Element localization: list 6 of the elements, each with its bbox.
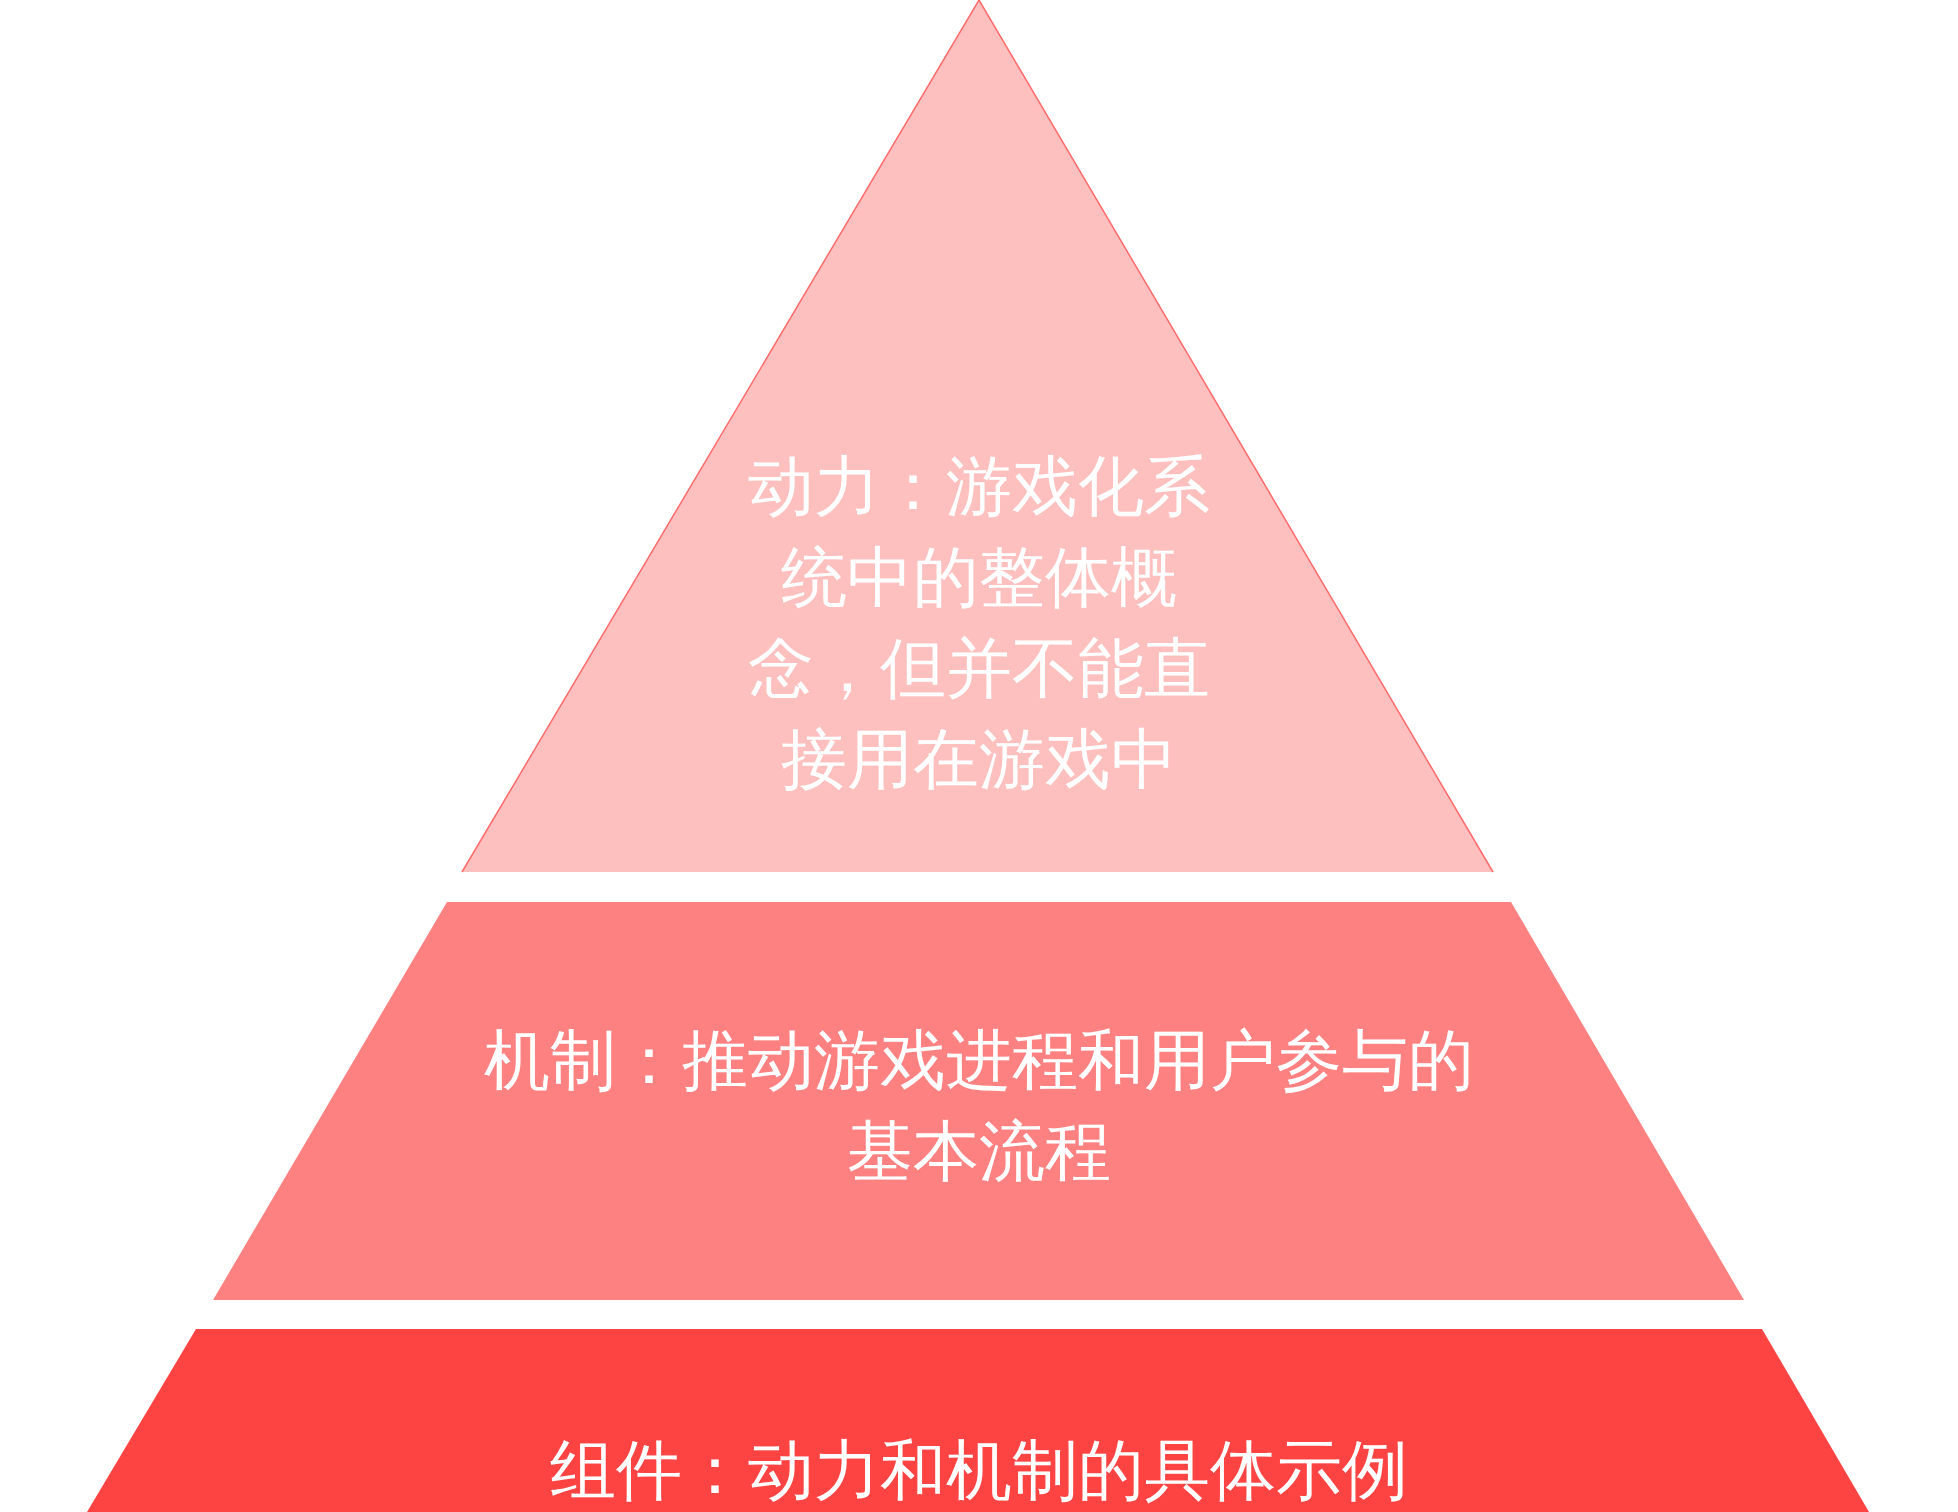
- tier-label: 组件：动力和机制的具体示例: [549, 1431, 1409, 1511]
- tier-label: 机制：推动游戏进程和用户参与的基本流程: [483, 1021, 1475, 1192]
- pyramid-base-band: [87, 1329, 1869, 1512]
- tier-label: 动力：游戏化系统中的整体概念，但并不能直接用在游戏中: [747, 447, 1211, 800]
- pyramid-top-triangle: [462, 0, 1493, 872]
- pyramid-middle-band: [213, 902, 1744, 1300]
